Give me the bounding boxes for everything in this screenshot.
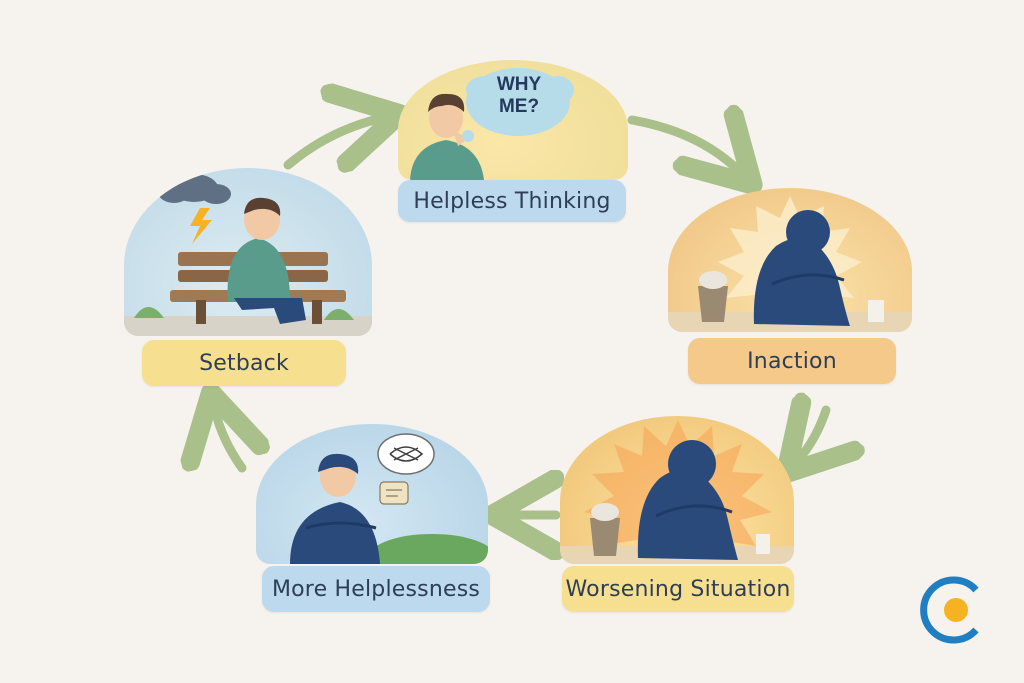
brand-logo-icon	[920, 576, 979, 644]
arrow-thinking-to-inaction	[627, 120, 740, 172]
curled-figure	[753, 210, 850, 326]
trash-can-icon	[590, 503, 620, 556]
label-setback: Setback	[142, 340, 346, 386]
stage-worsening-situation-illustration	[560, 416, 794, 564]
arrow-setback-to-thinking	[283, 118, 382, 165]
curled-figure	[637, 440, 738, 560]
label-inaction: Inaction	[688, 338, 896, 384]
stage-setback-illustration	[124, 168, 372, 336]
stage-inaction-illustration	[668, 188, 912, 332]
thought-bubble-icon	[462, 68, 574, 142]
stage-helpless-thinking-illustration: WHY ME?	[398, 60, 628, 180]
label-more-helplessness: More Helplessness	[262, 566, 490, 612]
scribble-icon	[377, 433, 435, 475]
arrow-inaction-to-worsening	[798, 410, 826, 460]
thought-bubble-text: WHY ME?	[496, 74, 542, 117]
lightning-icon	[190, 208, 212, 244]
hooded-boy-figure	[290, 453, 380, 564]
label-worsening-situation: Worsening Situation	[562, 566, 794, 612]
storm-cloud-icon	[158, 174, 231, 204]
label-helpless-thinking: Helpless Thinking	[398, 180, 626, 222]
stage-more-helplessness-illustration	[256, 424, 488, 564]
boy-thinking-figure	[410, 93, 484, 180]
speech-bubble-icon	[379, 481, 409, 505]
sad-boy-figure	[227, 197, 306, 324]
arrow-more-to-setback	[215, 410, 242, 473]
trash-can-icon	[698, 271, 728, 322]
